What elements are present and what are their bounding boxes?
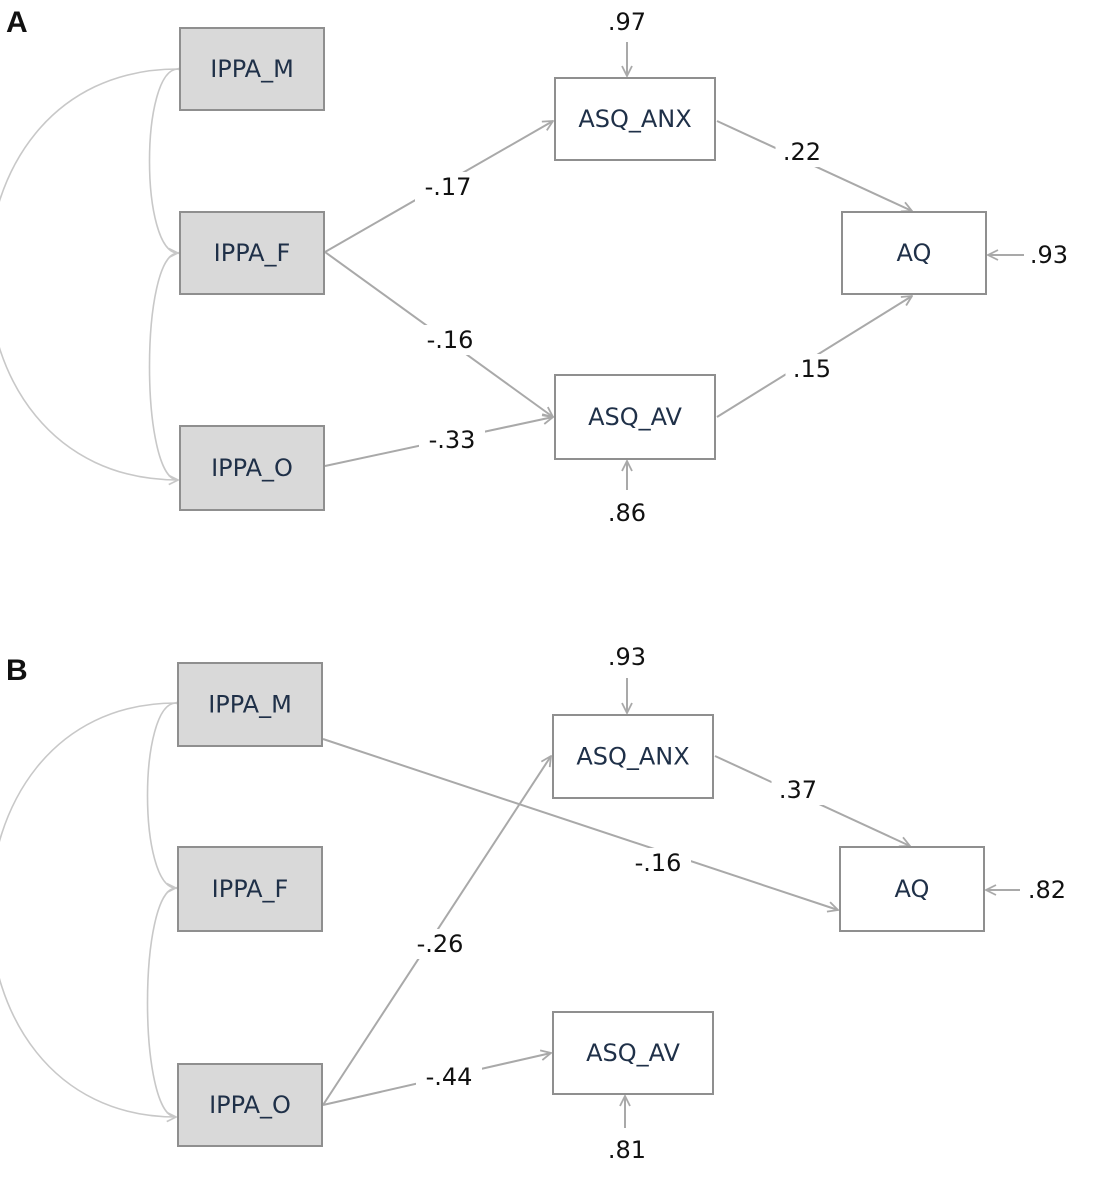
panel-b-node-o-box xyxy=(177,1063,323,1147)
panel-b-correlation-curve-3 xyxy=(0,703,176,1117)
panel-a-node-anx-label: ASQ_ANX xyxy=(578,105,691,133)
panel-b-node-aq-label: AQ xyxy=(895,875,930,903)
panel-b-residual-aq-value: .82 xyxy=(1028,876,1066,904)
panel-a-path-av-to-aq-coef: .15 xyxy=(793,355,831,383)
panel-b-node-o: IPPA_O xyxy=(177,1063,323,1147)
panel-b-node-aq-box xyxy=(839,846,985,932)
panel-b-path-o-to-av-coef-mask xyxy=(416,1062,482,1092)
panel-a-path-o-to-av-coef-mask xyxy=(419,425,485,455)
panel-a-residual-anx-value: .97 xyxy=(608,8,646,36)
panel-b-node-m: IPPA_M xyxy=(177,662,323,747)
panel-b-path-o-to-av-coef: -.44 xyxy=(426,1063,473,1091)
panel-b-path-m-to-aq-coef: -.16 xyxy=(635,849,682,877)
panel-b-node-anx-box xyxy=(552,714,714,799)
panel-b-node-anx: ASQ_ANX xyxy=(552,714,714,799)
node-layer: IPPA_M IPPA_F IPPA_O ASQ_ANX ASQ_AV AQ IPPA_M I… xyxy=(177,27,987,1147)
panel-a-correlation-curve-3 xyxy=(0,69,178,480)
panel-b-node-f-label: IPPA_F xyxy=(212,875,289,903)
panel-a-node-av-label: ASQ_AV xyxy=(588,403,682,431)
panel-b-path-o-to-anx-coef: -.26 xyxy=(417,930,464,958)
panel-a-path-o-to-av-coef: -.33 xyxy=(429,426,476,454)
panel-b-node-anx-label: ASQ_ANX xyxy=(576,743,689,771)
panel-a-path-av-to-aq-coef-mask xyxy=(785,354,839,384)
panel-b-node-f-box xyxy=(177,846,323,932)
panel-a-node-aq-box xyxy=(841,211,987,295)
panel-b-path-anx-to-aq-coef: .37 xyxy=(779,776,817,804)
panel-a-node-o: IPPA_O xyxy=(179,425,325,511)
panel-b-node-av-box xyxy=(552,1011,714,1095)
panel-a-node-f-label: IPPA_F xyxy=(214,239,291,267)
panel-a-path-anx-to-aq-coef-mask xyxy=(775,137,829,167)
panel-b-residual-av-value: .81 xyxy=(608,1136,646,1164)
panel-a-node-anx-box xyxy=(554,77,716,161)
panel-a-correlation-curve-2 xyxy=(148,253,179,480)
panel-b-path-m-to-aq-coef-mask xyxy=(625,848,691,878)
panel-a-node-f: IPPA_F xyxy=(179,211,325,295)
path-layer xyxy=(322,42,1024,1128)
panel-a-node-aq: AQ xyxy=(841,211,987,295)
panel-b-node-aq: AQ xyxy=(839,846,985,932)
panel-b-path-m-to-aq xyxy=(322,738,838,910)
panel-a-label: A xyxy=(6,6,28,39)
panel-a-node-o-label: IPPA_O xyxy=(211,454,293,482)
panel-b-node-av-label: ASQ_AV xyxy=(586,1039,680,1067)
panel-b-path-o-to-anx-coef-mask xyxy=(407,929,473,959)
panel-a-path-f-to-av-coef: -.16 xyxy=(427,326,474,354)
panel-b-node-f: IPPA_F xyxy=(177,846,323,932)
correlation-layer xyxy=(0,69,178,1117)
panel-b-node-m-box xyxy=(177,662,323,747)
panel-a-node-av: ASQ_AV xyxy=(554,374,716,460)
panel-a-path-f-to-anx-coef-mask xyxy=(415,172,481,202)
panel-a-path-f-to-anx-coef: -.17 xyxy=(425,173,472,201)
panel-b-node-m-label: IPPA_M xyxy=(208,691,292,719)
panel-a-residual-av-value: .86 xyxy=(608,499,646,527)
panel-b-residual-anx-value: .93 xyxy=(608,643,646,671)
panel-b-correlation-curve-2 xyxy=(146,888,177,1117)
panel-a-node-f-box xyxy=(179,211,325,295)
panel-a-node-m-box xyxy=(179,27,325,111)
panel-a-correlation-curve-1 xyxy=(148,69,179,253)
panel-a-node-m-label: IPPA_M xyxy=(210,55,294,83)
panel-a-node-av-box xyxy=(554,374,716,460)
panel-b-correlation-curve-1 xyxy=(146,703,177,888)
panel-b-node-av: ASQ_AV xyxy=(552,1011,714,1095)
panel-a-path-anx-to-aq-coef: .22 xyxy=(783,138,821,166)
panel-a-node-m: IPPA_M xyxy=(179,27,325,111)
panel-a-path-f-to-av-coef-mask xyxy=(417,325,483,355)
panel-a-node-anx: ASQ_ANX xyxy=(554,77,716,161)
panel-b-label: B xyxy=(6,654,28,687)
panel-a-node-o-box xyxy=(179,425,325,511)
panel-a-residual-aq-value: .93 xyxy=(1030,241,1068,269)
panel-b-node-o-label: IPPA_O xyxy=(209,1091,291,1119)
panel-a-node-aq-label: AQ xyxy=(897,239,932,267)
label-layer: A-.17-.16-.33.22.15.97.86.93B-.16-.26-.4… xyxy=(6,6,1068,1164)
panel-b-path-anx-to-aq-coef-mask xyxy=(771,775,825,805)
